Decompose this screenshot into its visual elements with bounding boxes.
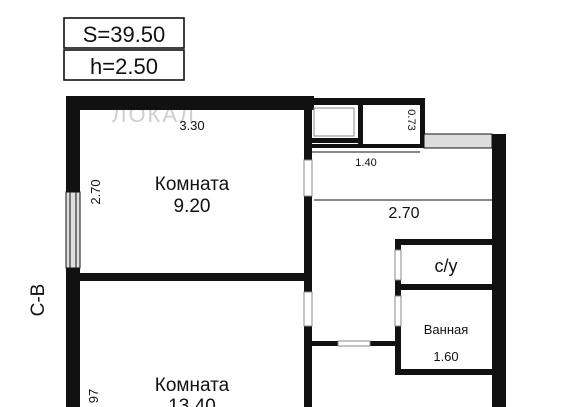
area-box [63,17,185,49]
ceiling-height-label: h=2.50 [90,54,158,79]
dim-bath-width: 1.60 [433,349,458,364]
room-1-area: 9.20 [174,196,211,217]
room-1-name: Комната [155,174,230,195]
window-top [423,133,493,149]
dim-closet: 0.73 [405,109,417,130]
dim-room1-height: 2.70 [88,179,103,204]
dim-corridor-top: 1.40 [355,157,376,169]
height-box [63,49,185,81]
wc-label: с/у [434,256,457,276]
window [65,191,81,269]
dimension-lines [312,151,492,201]
room-2-name: Комната [155,375,230,396]
dim-corridor-width: 2.70 [388,205,419,222]
total-area-label: S=39.50 [83,22,166,47]
orientation-label: С-В [28,284,49,317]
dim-room2-height: 97 [86,389,101,403]
room-2-area: 13.40 [168,396,216,407]
doors [303,107,402,347]
bathroom-label: Ванная [424,322,469,337]
dim-room1-width: 3.30 [179,118,204,133]
